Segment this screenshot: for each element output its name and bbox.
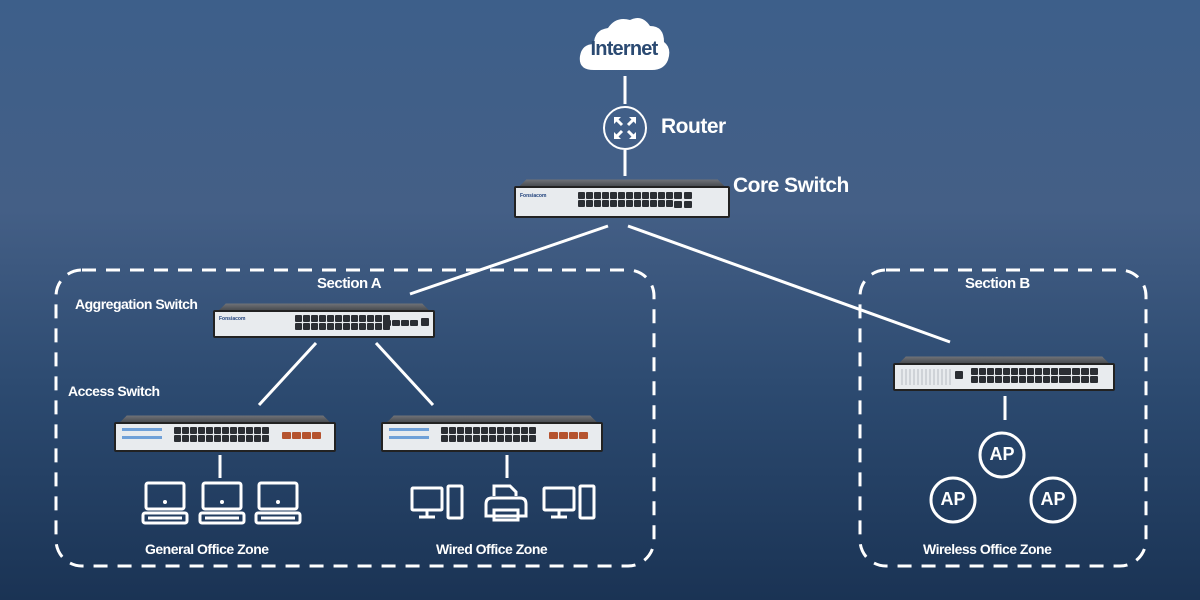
poe-switch-ports	[971, 368, 1066, 383]
aggregation-switch-label: Aggregation Switch	[75, 296, 198, 312]
poe-switch[interactable]	[893, 355, 1115, 391]
router-icon	[603, 106, 647, 150]
core-switch-label: Core Switch	[733, 174, 849, 197]
access-switch-2-sfp	[549, 432, 588, 439]
aggregation-switch-ports	[295, 315, 390, 330]
led-row	[122, 428, 162, 431]
access-switch-2-ports	[441, 427, 536, 442]
access-point-3[interactable]: AP	[1029, 476, 1077, 524]
led-row	[122, 436, 162, 439]
access-point-icon	[1029, 476, 1077, 524]
general-office-zone-label: General Office Zone	[145, 541, 269, 557]
internet-label: Internet	[590, 38, 659, 60]
laptop-icon	[141, 481, 189, 525]
section-b-border	[858, 268, 1148, 568]
aggregation-switch-sfp	[383, 320, 418, 326]
access-point-icon	[929, 476, 977, 524]
core-switch[interactable]: Fonsiacom	[514, 178, 730, 218]
access-point-2[interactable]: AP	[929, 476, 977, 524]
cloud-icon	[579, 18, 670, 70]
link-core-aggregation	[409, 224, 609, 296]
desktop-icon	[542, 484, 596, 520]
router-label: Router	[661, 115, 726, 138]
access-switch-label: Access Switch	[68, 383, 160, 399]
printer-icon	[484, 484, 528, 522]
access-point-1[interactable]: AP	[978, 431, 1026, 479]
wired-office-zone-label: Wired Office Zone	[436, 541, 548, 557]
core-switch-uplinks	[674, 192, 692, 208]
wired-devices-group	[410, 484, 596, 522]
link-agg-access-1	[257, 341, 318, 407]
access-point-icon	[978, 431, 1026, 479]
access-switch-1-ports	[174, 427, 269, 442]
section-b-label: Section B	[965, 275, 1030, 292]
poe-switch-uplinks	[1063, 368, 1098, 383]
aggregation-switch[interactable]: Fonsiacom	[213, 302, 435, 338]
link-core-sectionb	[627, 224, 951, 344]
ap-label: AP	[989, 444, 1015, 464]
access-switch-1[interactable]	[114, 414, 336, 452]
led-panel	[901, 369, 951, 385]
access-switch-1-sfp	[282, 432, 321, 439]
laptop-icon	[254, 481, 302, 525]
led-row	[389, 436, 429, 439]
wireless-office-zone-label: Wireless Office Zone	[923, 541, 1052, 557]
router-node[interactable]	[602, 105, 648, 151]
ap-label: AP	[940, 489, 966, 509]
led-row	[389, 428, 429, 431]
section-a-label: Section A	[317, 275, 382, 292]
section-a-border	[54, 268, 656, 568]
core-switch-brand: Fonsiacom	[520, 193, 547, 199]
core-switch-ports	[578, 192, 673, 207]
aggregation-switch-brand: Fonsiacom	[219, 316, 246, 322]
laptop-icon	[198, 481, 246, 525]
laptops-group	[141, 481, 302, 525]
desktop-icon	[410, 484, 464, 520]
link-agg-access-2	[374, 341, 435, 407]
ap-label: AP	[1040, 489, 1066, 509]
access-switch-2[interactable]	[381, 414, 603, 452]
internet-node[interactable]: Internet	[576, 12, 672, 76]
